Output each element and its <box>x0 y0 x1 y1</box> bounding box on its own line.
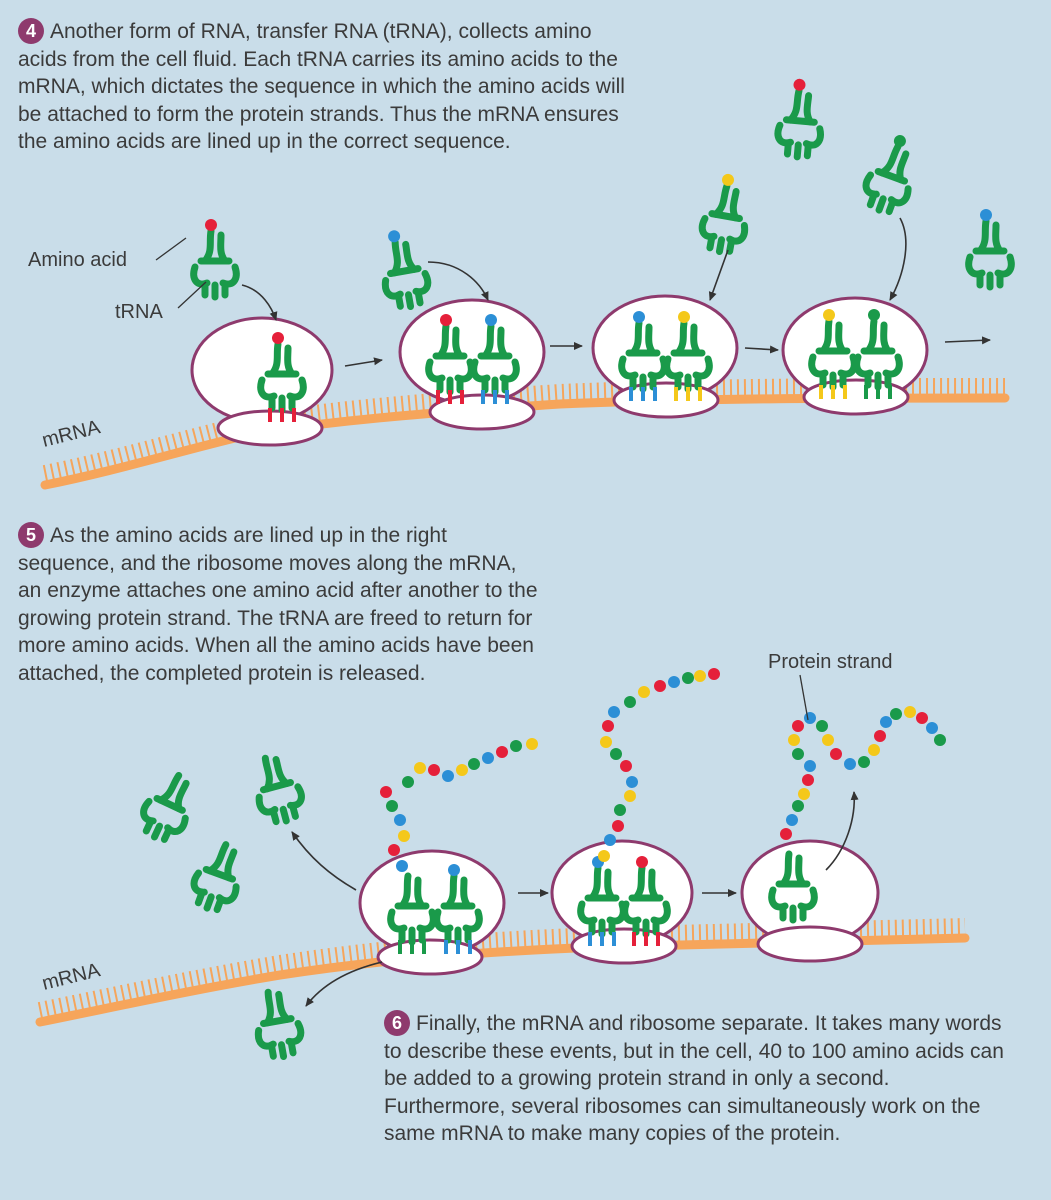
trna-label: tRNA <box>115 301 163 323</box>
trna-molecule <box>808 309 858 399</box>
trna-molecule <box>768 850 818 924</box>
trna-molecule <box>577 856 627 946</box>
trna-molecule <box>862 135 912 216</box>
step-4-badge: 4 <box>18 18 44 44</box>
trna-molecule <box>853 309 903 399</box>
mrna-label-top: mRNA <box>40 416 103 452</box>
trna-molecule <box>190 841 240 914</box>
trna-molecule <box>698 173 749 256</box>
protein-bead-chain <box>380 738 538 872</box>
protein-bead-chain <box>780 706 946 840</box>
trna-molecule <box>663 311 713 401</box>
amino-acid-leader <box>155 237 187 261</box>
trna-molecule <box>425 314 475 404</box>
trna-molecule <box>140 771 190 843</box>
trna-molecule <box>190 219 240 301</box>
trna-molecule <box>618 311 668 401</box>
step-6-badge: 6 <box>384 1010 410 1036</box>
protein-bead-chain <box>598 668 720 862</box>
step-6-body: Finally, the mRNA and ribosome separate.… <box>384 1012 1004 1145</box>
arrow-group <box>241 217 991 1007</box>
mrna-label-bottom: mRNA <box>40 959 103 995</box>
protein-strand-leader <box>799 674 809 721</box>
amino-acid-label: Amino acid <box>28 249 127 271</box>
protein-strand-label: Protein strand <box>768 651 893 673</box>
trna-molecule <box>621 856 671 946</box>
trna-molecule <box>387 872 437 954</box>
step-5-badge: 5 <box>18 522 44 548</box>
protein-strand-group <box>380 668 946 872</box>
trna-leader <box>177 281 207 309</box>
trna-molecule <box>774 78 824 161</box>
trna-molecule <box>433 864 483 954</box>
trna-group <box>140 78 1015 1061</box>
step-5-body: As the amino acids are lined up in the r… <box>18 524 538 685</box>
step-4-body: Another form of RNA, transfer RNA (tRNA)… <box>18 20 625 153</box>
trna-molecule <box>254 988 305 1061</box>
trna-molecule <box>965 209 1015 291</box>
trna-molecule <box>255 754 305 826</box>
ribosome <box>740 839 880 963</box>
trna-molecule <box>257 332 307 422</box>
trna-molecule <box>470 314 520 404</box>
trna-molecule <box>381 230 432 311</box>
